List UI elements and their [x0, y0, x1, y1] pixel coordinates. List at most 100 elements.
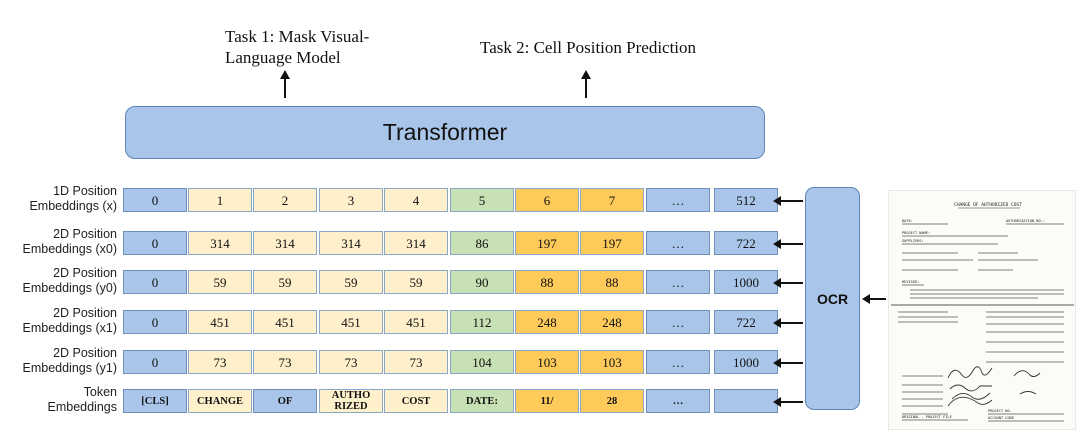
embedding-cell: 112 — [450, 310, 514, 334]
embedding-cell: 0 — [123, 270, 187, 294]
document-title: CHANGE OF AUTHORIZED COST — [954, 202, 1022, 208]
token-cell: [CLS] — [123, 389, 187, 413]
embedding-cell: 314 — [188, 231, 252, 255]
task1-line2: Language Model — [225, 48, 341, 67]
row-label-line: 2D Position — [53, 346, 117, 360]
embedding-cell: 451 — [188, 310, 252, 334]
row-label-line: Token — [83, 385, 117, 399]
ocr-to-row-arrow — [773, 358, 803, 368]
document-field-label: PROJECT NAME: — [902, 231, 930, 235]
ocr-to-row-arrow — [773, 318, 803, 328]
embedding-cell: 103 — [580, 350, 644, 374]
ocr-block: OCR — [805, 187, 860, 410]
row-label-line: Embeddings (x) — [29, 199, 117, 213]
embedding-cell: 59 — [253, 270, 317, 294]
token-cell: … — [646, 389, 710, 413]
embedding-cell: 451 — [384, 310, 448, 334]
embedding-cell: 314 — [253, 231, 317, 255]
embedding-cell: 73 — [384, 350, 448, 374]
embedding-cell: 0 — [123, 310, 187, 334]
embedding-cell: 1 — [188, 188, 252, 212]
document-to-ocr-arrow — [862, 294, 886, 304]
row-label-line: Embeddings (x1) — [22, 321, 118, 335]
scanned-document-image: CHANGE OF AUTHORIZED COST DATE: AUTHORIZA… — [888, 190, 1076, 430]
task1-label: Task 1: Mask Visual- Language Model — [225, 26, 369, 68]
task2-label: Task 2: Cell Position Prediction — [480, 38, 697, 57]
embedding-cell: 104 — [450, 350, 514, 374]
embedding-cell: … — [646, 270, 710, 294]
embedding-cell: 451 — [253, 310, 317, 334]
embedding-cell: 722 — [714, 310, 778, 334]
row-label-line: 2D Position — [53, 306, 117, 320]
document-field-label: DATE: — [902, 219, 913, 223]
embedding-cell: 1000 — [714, 270, 778, 294]
token-cell: OF — [253, 389, 317, 413]
embedding-cell: 86 — [450, 231, 514, 255]
embedding-cell: 0 — [123, 350, 187, 374]
embedding-cell: 90 — [450, 270, 514, 294]
embedding-cell: 88 — [515, 270, 579, 294]
transformer-block: Transformer — [125, 106, 765, 159]
token-cell: COST — [384, 389, 448, 413]
row-label-line: 2D Position — [53, 227, 117, 241]
embedding-cell: 314 — [384, 231, 448, 255]
document-field-label: REVISED: — [902, 280, 919, 284]
embedding-cell: 73 — [188, 350, 252, 374]
document-field-label: ACCOUNT CODE — [988, 416, 1014, 420]
embedding-cell: 3 — [319, 188, 383, 212]
embedding-cell: 0 — [123, 188, 187, 212]
embedding-cell: 2 — [253, 188, 317, 212]
embedding-cell: 451 — [319, 310, 383, 334]
row-label-line: Embeddings (y1) — [22, 361, 118, 375]
ocr-to-row-arrow — [773, 239, 803, 249]
task2-up-arrow — [581, 70, 591, 98]
document-field-label: AUTHORIZATION NO.: — [1006, 219, 1045, 223]
row-label-line: 1D Position — [53, 184, 117, 198]
embedding-cell: 103 — [515, 350, 579, 374]
embedding-cell: 1000 — [714, 350, 778, 374]
document-field-label: PROJECT NO. — [988, 409, 1012, 413]
embedding-cell: 73 — [319, 350, 383, 374]
embedding-cell: … — [646, 188, 710, 212]
embedding-cell: … — [646, 350, 710, 374]
document-field-label: SUPPLIERS: — [902, 239, 924, 243]
row-label-line: Embeddings — [47, 400, 118, 414]
embedding-cell: 73 — [253, 350, 317, 374]
row-label-line: 2D Position — [53, 266, 117, 280]
embedding-cell: 197 — [515, 231, 579, 255]
token-cell — [714, 389, 778, 413]
row-label-line: Embeddings (x0) — [22, 242, 118, 256]
embedding-cell: 722 — [714, 231, 778, 255]
embedding-cell: 0 — [123, 231, 187, 255]
embedding-cell: 197 — [580, 231, 644, 255]
embedding-cell: 5 — [450, 188, 514, 212]
embedding-cell: 248 — [515, 310, 579, 334]
ocr-to-row-arrow — [773, 397, 803, 407]
task1-line1: Task 1: Mask Visual- — [225, 27, 370, 46]
embedding-cell: 59 — [384, 270, 448, 294]
embedding-cell: 248 — [580, 310, 644, 334]
embedding-cell: 59 — [319, 270, 383, 294]
token-cell: 11/ — [515, 389, 579, 413]
embedding-cell: 88 — [580, 270, 644, 294]
document-field-label: ORIGINAL - PROJECT FILE — [902, 415, 952, 419]
ocr-to-row-arrow — [773, 278, 803, 288]
embedding-cell: … — [646, 231, 710, 255]
token-cell: DATE: — [450, 389, 514, 413]
embedding-cell: … — [646, 310, 710, 334]
ocr-to-row-arrow — [773, 196, 803, 206]
row-label-line: Embeddings (y0) — [22, 281, 118, 295]
token-cell: 28 — [580, 389, 644, 413]
embedding-cell: 512 — [714, 188, 778, 212]
embedding-cell: 59 — [188, 270, 252, 294]
embedding-cell: 4 — [384, 188, 448, 212]
task1-up-arrow — [280, 70, 290, 98]
embedding-cell: 6 — [515, 188, 579, 212]
